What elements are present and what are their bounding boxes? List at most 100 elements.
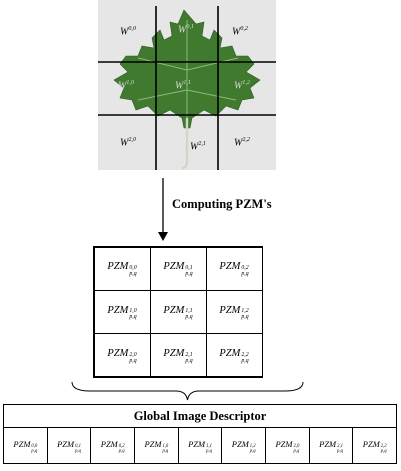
brace-icon bbox=[71, 381, 304, 401]
pzm-superscript: 1,0 bbox=[162, 443, 169, 449]
pzm-superscript: 2,0 bbox=[129, 351, 137, 358]
pzm-subscript: p,q bbox=[31, 448, 38, 454]
pzm-superscript: 0,0 bbox=[129, 264, 137, 271]
pzm-subscript: p,q bbox=[241, 357, 249, 364]
pzm-base: PZM bbox=[163, 304, 185, 316]
pzm-superscript: 1,2 bbox=[249, 443, 256, 449]
pzm-subscript: p,q bbox=[380, 448, 387, 454]
pzm-subscript: p,q bbox=[162, 448, 169, 454]
pzm-superscript: 1,2 bbox=[241, 308, 249, 315]
pzm-subscript: p,q bbox=[241, 314, 249, 321]
window-label-2-2: W2,2 bbox=[234, 137, 250, 149]
pzm-base: PZM bbox=[188, 439, 206, 450]
leaf-image-panel: W0,0 W0,1 W0,2 W1,0 W1,1 W1,2 W2,0 W2,1 … bbox=[98, 0, 276, 170]
descriptor-title: Global Image Descriptor bbox=[4, 405, 396, 428]
leaf-image bbox=[98, 0, 276, 170]
window-label-1-1: W1,1 bbox=[175, 80, 191, 92]
window-grid-lines bbox=[98, 6, 276, 170]
pzm-superscript: 2,1 bbox=[337, 443, 343, 449]
leaf-veins bbox=[137, 20, 239, 118]
pzm-subscript: p,q bbox=[75, 448, 81, 454]
pzm-base: PZM bbox=[57, 439, 75, 450]
arrow-label: Computing PZM's bbox=[172, 197, 272, 211]
pzm-subscript: p,q bbox=[206, 448, 212, 454]
window-label-0-1: W0,1 bbox=[178, 24, 194, 36]
pzm-subscript: p,q bbox=[129, 357, 137, 364]
pzm-base: PZM bbox=[107, 347, 129, 359]
pzm-base: PZM bbox=[219, 261, 241, 273]
pzm-base: PZM bbox=[275, 439, 293, 450]
pzm-base: PZM bbox=[100, 439, 118, 450]
pzm-superscript: 2,0 bbox=[293, 443, 300, 449]
pzm-superscript: 1,1 bbox=[185, 308, 193, 315]
pzm-subscript: p,q bbox=[185, 357, 193, 364]
pzm-subscript: p,q bbox=[118, 448, 125, 454]
window-label-2-0: W2,0 bbox=[120, 137, 136, 149]
pzm-subscript: p,q bbox=[185, 314, 193, 321]
pzm-superscript: 0,2 bbox=[118, 443, 125, 449]
leaf-stem bbox=[181, 118, 189, 170]
pzm-base: PZM bbox=[13, 439, 31, 450]
window-label-1-0: W1,0 bbox=[118, 80, 134, 92]
pzm-superscript: 2,1 bbox=[185, 351, 193, 358]
pzm-base: PZM bbox=[219, 347, 241, 359]
pzm-superscript: 1,1 bbox=[206, 443, 212, 449]
pzm-subscript: p,q bbox=[185, 271, 193, 278]
pzm-base: PZM bbox=[107, 261, 129, 273]
window-label-1-2: W1,2 bbox=[234, 80, 250, 92]
pzm-subscript: p,q bbox=[249, 448, 256, 454]
pzm-base: PZM bbox=[144, 439, 162, 450]
pzm-base: PZM bbox=[219, 304, 241, 316]
pzm-subscript: p,q bbox=[337, 448, 343, 454]
pzm-subscript: p,q bbox=[129, 271, 137, 278]
window-label-0-2: W0,2 bbox=[232, 26, 248, 38]
window-label-0-0: W0,0 bbox=[120, 26, 136, 38]
pzm-superscript: 2,2 bbox=[380, 443, 387, 449]
pzm-subscript: p,q bbox=[293, 448, 300, 454]
pzm-superscript: 2,2 bbox=[241, 351, 249, 358]
pzm-base: PZM bbox=[319, 439, 337, 450]
pzm-subscript: p,q bbox=[241, 271, 249, 278]
pzm-superscript: 0,1 bbox=[185, 264, 193, 271]
pzm-base: PZM bbox=[107, 304, 129, 316]
pzm-superscript: 0,1 bbox=[75, 443, 81, 449]
down-arrow-icon bbox=[158, 178, 168, 241]
pzm-base: PZM bbox=[163, 261, 185, 273]
pzm-base: PZM bbox=[163, 347, 185, 359]
pzm-superscript: 0,0 bbox=[31, 443, 38, 449]
